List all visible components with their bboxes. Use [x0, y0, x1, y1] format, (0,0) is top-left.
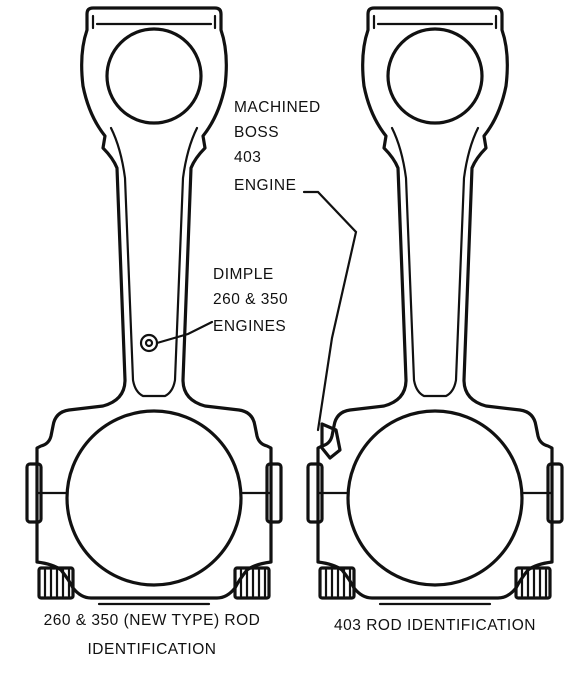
caption-line: IDENTIFICATION: [88, 641, 217, 658]
callout-line: ENGINE: [234, 177, 296, 194]
dimple-callout: DIMPLE 260 & 350 ENGINES: [213, 266, 288, 335]
machined-boss-callout: MACHINED BOSS 403 ENGINE: [234, 99, 321, 194]
machined-boss-leader-line: [302, 190, 358, 432]
callout-line: 403: [234, 149, 261, 166]
callout-line: BOSS: [234, 124, 279, 141]
machined-boss-marker: [320, 422, 342, 460]
callout-line: MACHINED: [234, 99, 321, 116]
callout-line: ENGINES: [213, 318, 286, 335]
callout-line: DIMPLE: [213, 266, 274, 283]
dimple-leader-line: [155, 320, 214, 345]
left-rod-caption: 260 & 350 (NEW TYPE) ROD IDENTIFICATION: [44, 612, 261, 658]
callout-line: 260 & 350: [213, 291, 288, 308]
right-rod-caption: 403 ROD IDENTIFICATION: [334, 617, 536, 634]
caption-line: 260 & 350 (NEW TYPE) ROD: [44, 612, 261, 629]
right-connecting-rod: [306, 6, 564, 606]
dimple-marker: [139, 333, 159, 353]
caption-line: 403 ROD IDENTIFICATION: [334, 617, 536, 634]
